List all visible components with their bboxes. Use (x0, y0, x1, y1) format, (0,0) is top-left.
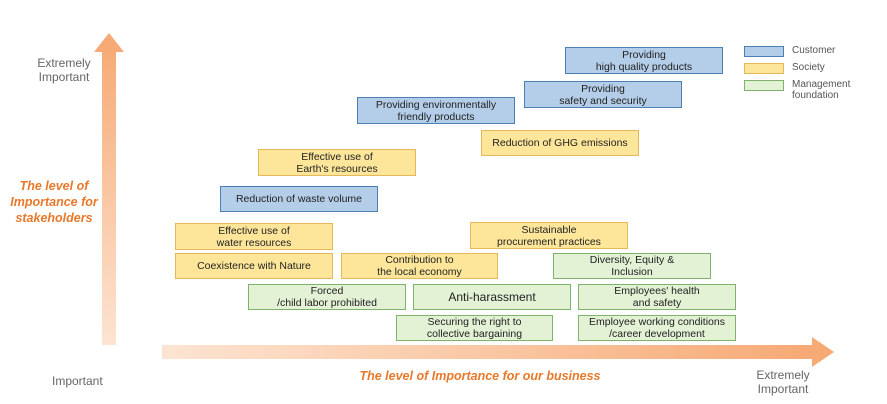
legend-swatch-society (744, 63, 784, 74)
item-reduction-of-waste-volume: Reduction of waste volume (220, 186, 378, 212)
legend-label-customer: Customer (792, 45, 836, 56)
x-axis-right-label: Extremely Important (756, 368, 810, 396)
legend-label-society: Society (792, 62, 825, 73)
item-anti-harassment: Anti-harassment (413, 284, 571, 310)
legend-swatch-customer (744, 46, 784, 57)
item-environmentally-friendly-products: Providing environmentally friendly produ… (357, 97, 515, 124)
legend-management: Management foundation (744, 79, 850, 101)
item-reduction-of-ghg-emissions: Reduction of GHG emissions (481, 130, 639, 156)
item-safety-and-security: Providing safety and security (524, 81, 682, 108)
item-sustainable-procurement: Sustainable procurement practices (470, 222, 628, 249)
item-local-economy: Contribution to the local economy (341, 253, 498, 279)
y-axis-top-label: Extremely Important (37, 56, 91, 84)
x-axis-arrow (162, 337, 834, 367)
legend-customer: Customer (744, 45, 835, 57)
item-earths-resources: Effective use of Earth's resources (258, 149, 416, 176)
item-coexistence-with-nature: Coexistence with Nature (175, 253, 333, 279)
legend-society: Society (744, 62, 825, 74)
legend-swatch-management (744, 80, 784, 91)
item-collective-bargaining: Securing the right to collective bargain… (396, 315, 553, 341)
legend-label-management: Management foundation (792, 79, 851, 101)
y-axis-bottom-label: Important (52, 374, 103, 388)
item-water-resources: Effective use of water resources (175, 223, 333, 250)
y-axis-arrow (94, 33, 124, 345)
x-axis-title: The level of Importance for our business (359, 369, 601, 383)
item-employee-working-conditions: Employee working conditions /career deve… (578, 315, 736, 341)
y-axis-title: The level of Importance for stakeholders (10, 179, 98, 225)
item-child-labor-prohibited: Forced /child labor prohibited (248, 284, 406, 310)
item-employees-health-and-safety: Employees' health and safety (578, 284, 736, 310)
item-diversity-equity-inclusion: Diversity, Equity & Inclusion (553, 253, 711, 279)
item-high-quality-products: Providing high quality products (565, 47, 723, 74)
